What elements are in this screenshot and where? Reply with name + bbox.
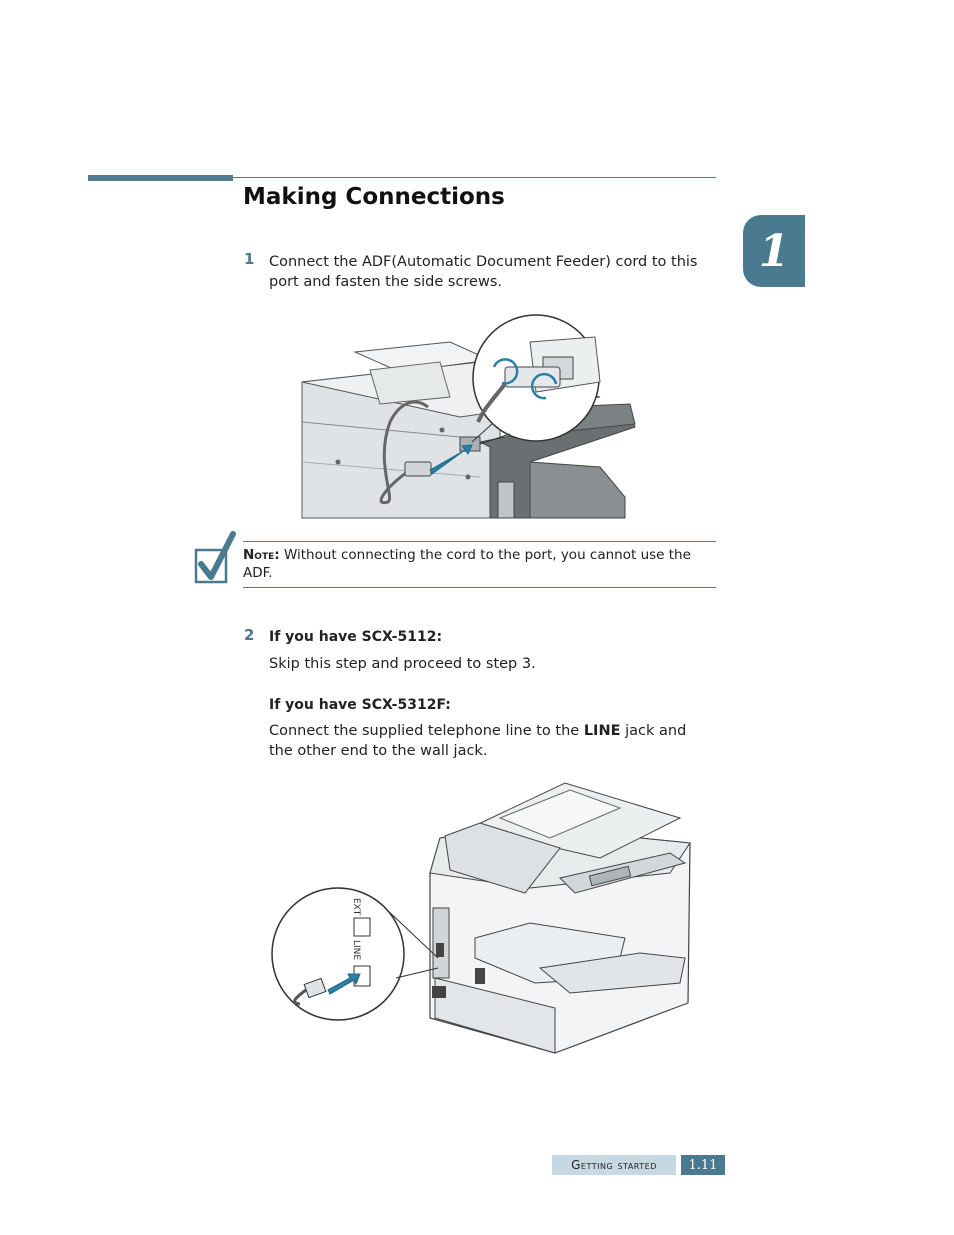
step-1-number: 1: [244, 250, 255, 268]
ext-jack-label: EXT: [351, 898, 361, 916]
step-2-text-pre: Connect the supplied telephone line to t…: [269, 723, 584, 739]
line-jack-illustration: EXT LINE: [271, 782, 691, 1054]
note-text: Note: Without connecting the cord to the…: [243, 546, 713, 582]
section-rule-thick: [88, 175, 233, 181]
checkmark-icon: [194, 531, 236, 584]
chapter-tab: [743, 215, 805, 287]
line-jack-label: LINE: [583, 723, 621, 739]
note-top-rule: [243, 541, 716, 542]
note-label: Note:: [243, 547, 280, 563]
line-jack-figure-label: LINE: [351, 940, 361, 960]
step-1-text: Connect the ADF(Automatic Document Feede…: [269, 254, 698, 290]
note-bottom-rule: [243, 587, 716, 588]
chapter-number: 1: [758, 225, 790, 277]
footer-section-label: Getting started: [552, 1155, 676, 1175]
step-2-text-scx5312f: Connect the supplied telephone line to t…: [269, 721, 714, 761]
note-body: Without connecting the cord to the port,…: [243, 547, 691, 581]
step-2-text-post: jack and the other end to the wall jack.: [269, 723, 687, 759]
step-2-heading-scx5112: If you have SCX-5112:: [269, 629, 443, 645]
step-2-heading-scx5312f: If you have SCX-5312F:: [269, 697, 451, 713]
section-rule-thin: [233, 177, 716, 178]
adf-connection-illustration: [301, 314, 636, 519]
footer-page-number: 1.11: [681, 1155, 725, 1175]
step-2-text-scx5112: Skip this step and proceed to step 3.: [269, 656, 536, 672]
page-title: Making Connections: [243, 184, 505, 210]
step-2-number: 2: [244, 626, 255, 644]
